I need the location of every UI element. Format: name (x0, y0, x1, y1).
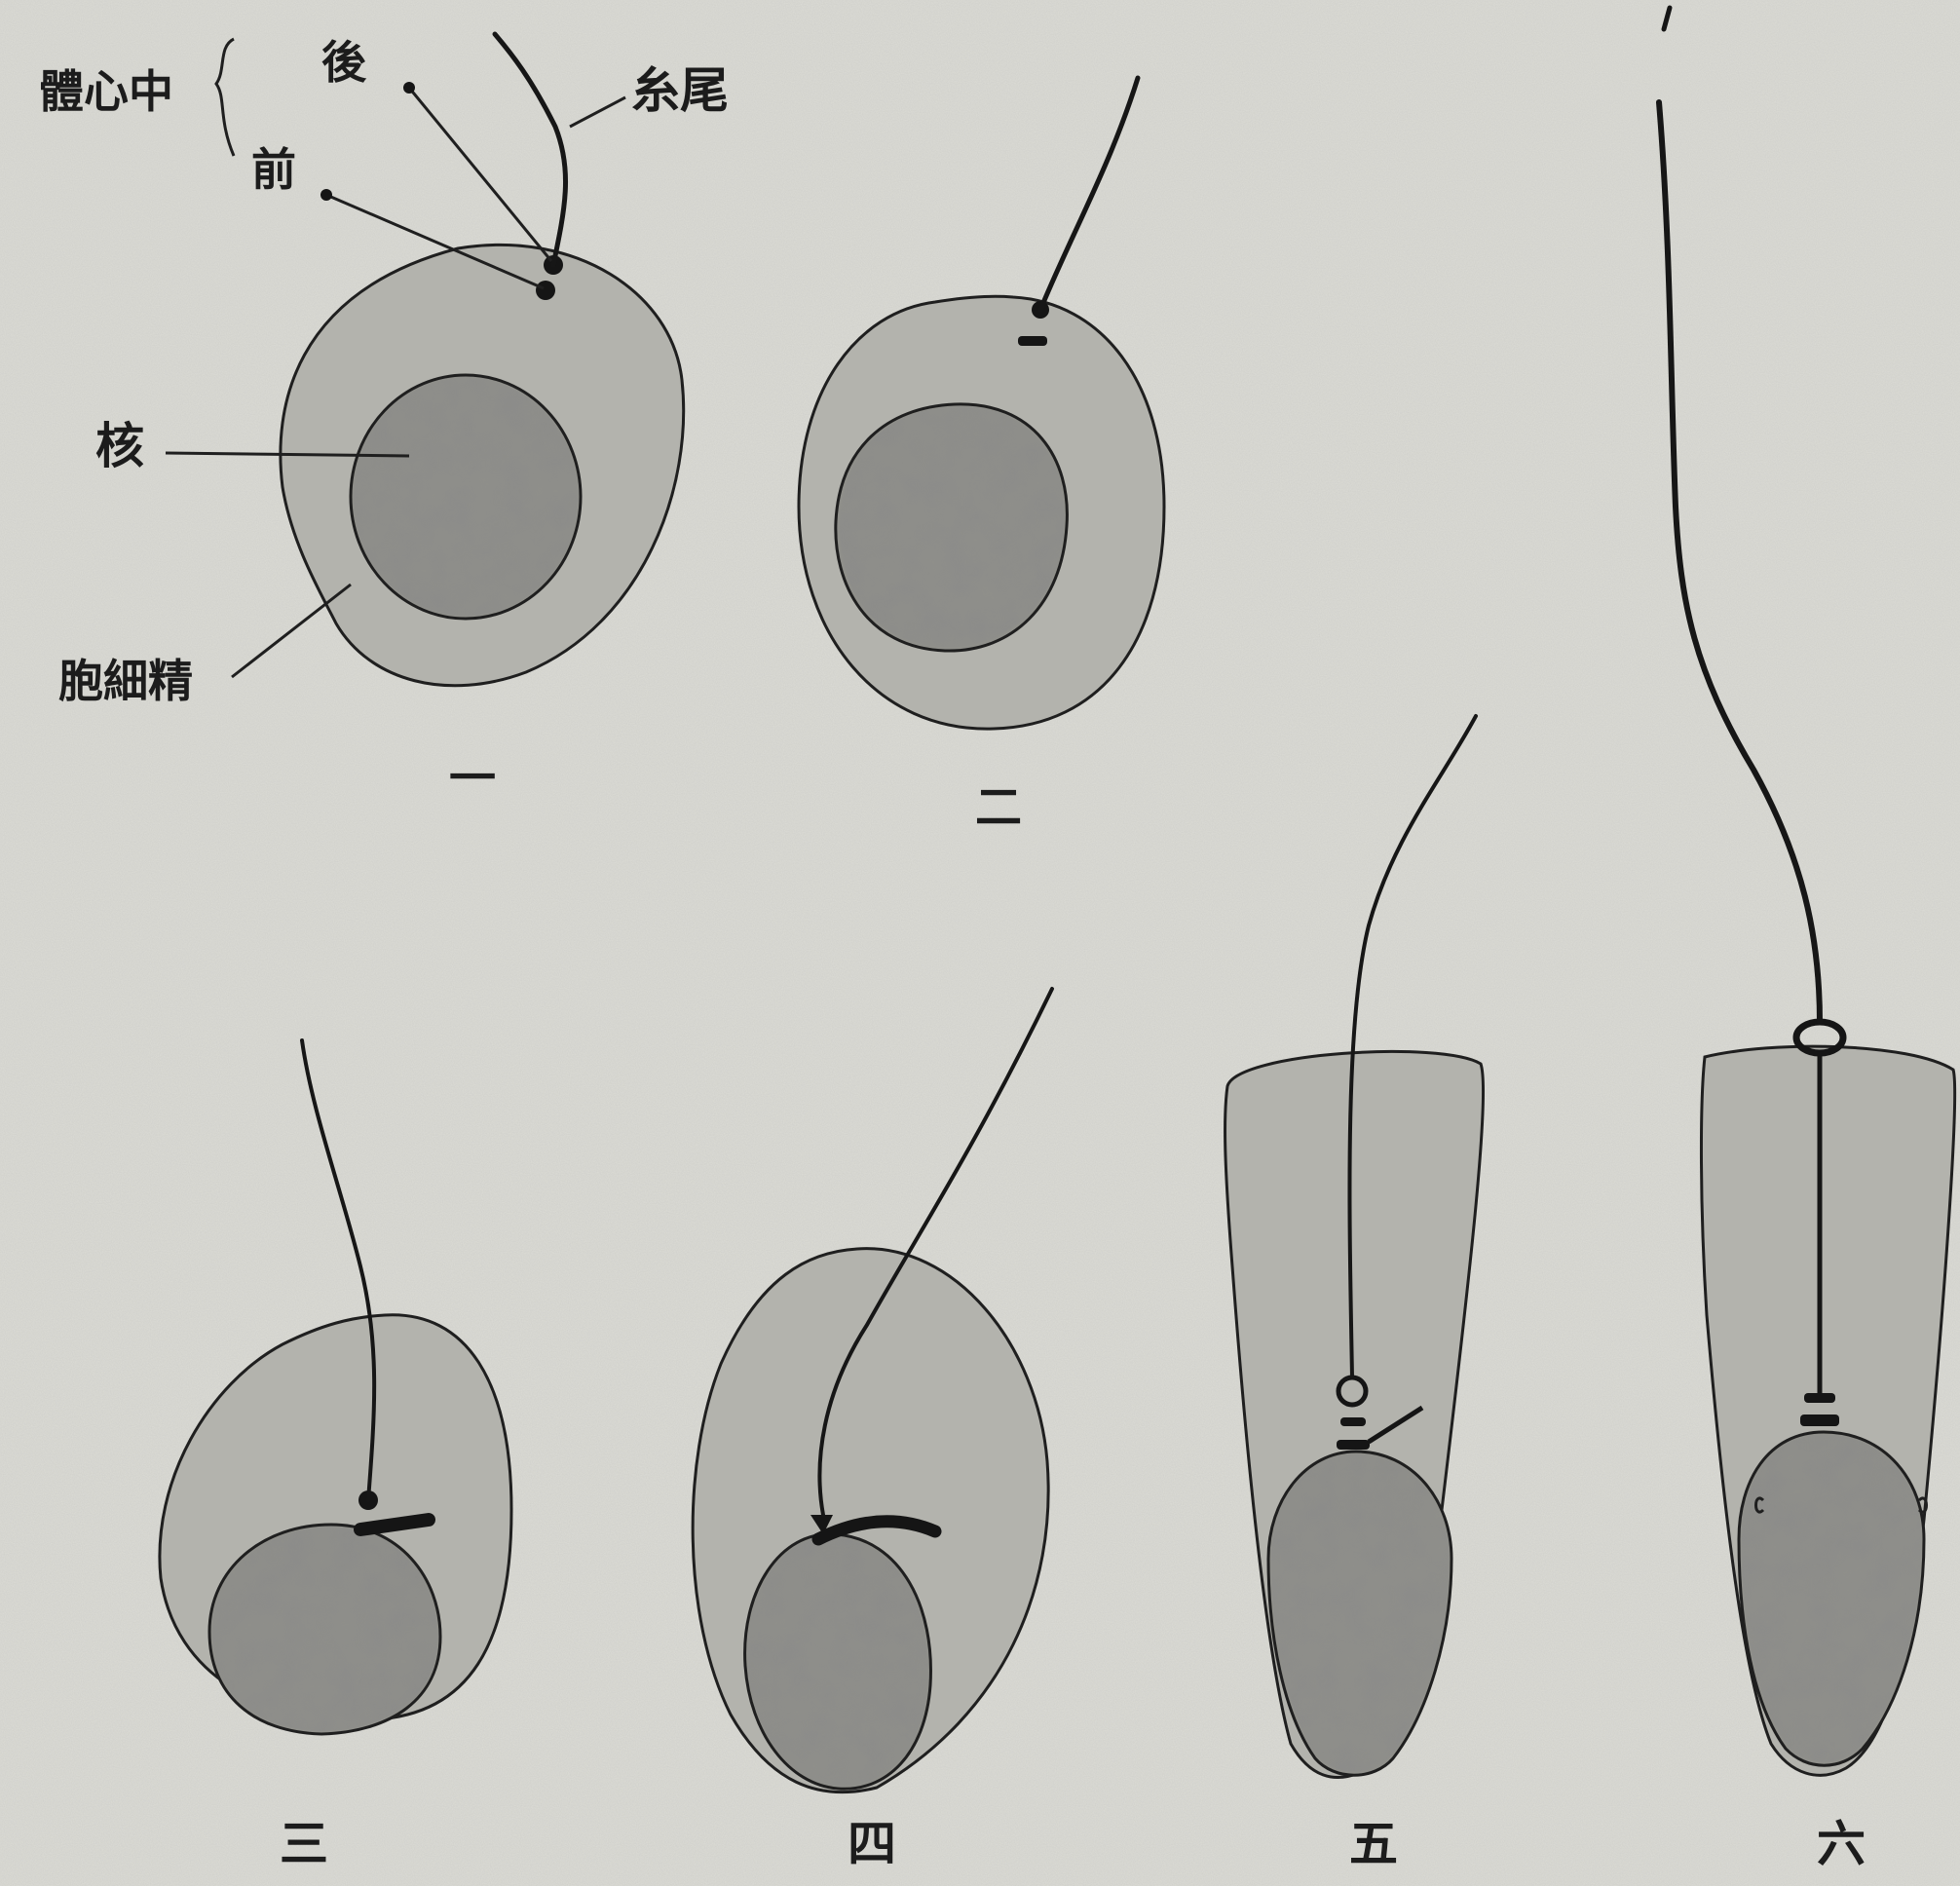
stage-4-number: 四 (848, 1815, 896, 1872)
spermatid-label: 胞細精 (58, 655, 193, 707)
stage-6-number: 六 (1817, 1815, 1866, 1872)
stage-2-number: 二 (975, 780, 1022, 835)
midpiece-label: 體心中 (39, 65, 173, 118)
stage-3-number: 三 (280, 1815, 328, 1872)
stage-5-number: 五 (1349, 1815, 1398, 1872)
nucleus-label: 核 (95, 417, 144, 474)
anterior-label: 前 (251, 143, 296, 196)
stage-1-anterior-centriole (536, 281, 555, 300)
tail-label: 糸尾 (631, 61, 729, 119)
stage-1-number: 一 (449, 751, 496, 806)
posterior-label: 後 (321, 36, 367, 89)
